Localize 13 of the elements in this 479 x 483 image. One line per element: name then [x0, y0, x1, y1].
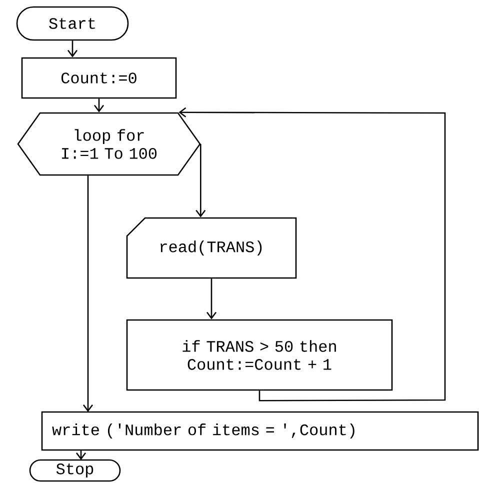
input-box: read(TRANS): [126, 217, 297, 279]
loop-hexagon: loop for I:=1 To 100: [17, 112, 201, 176]
arrow: [82, 176, 94, 412]
terminal-box: Stop: [29, 459, 121, 482]
arrow: [178, 107, 446, 402]
arrow: [196, 144, 206, 218]
process-box: if TRANS > 50 then Count:=Count + 1: [126, 319, 393, 391]
process-box: Count:=0: [21, 57, 177, 99]
arrow: [94, 98, 104, 112]
arrow: [206, 278, 217, 320]
terminal-box: Start: [16, 6, 129, 41]
arrow: [67, 40, 78, 58]
process-box: write ('Number of items = ',Count): [41, 411, 479, 451]
